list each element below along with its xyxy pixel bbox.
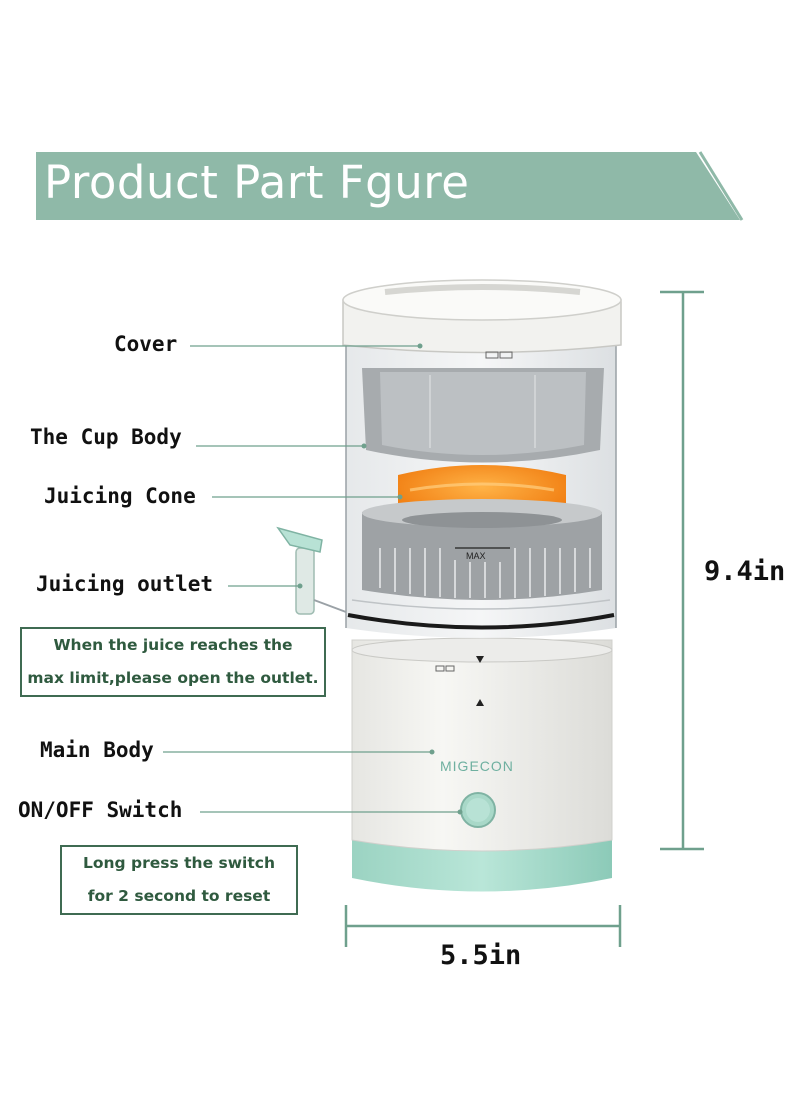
label-switch: ON/OFF Switch xyxy=(18,798,183,822)
height-dimension: 9.4in xyxy=(704,556,786,587)
note-outlet-line1: When the juice reaches the xyxy=(53,636,293,654)
note-switch-line2: for 2 second to reset xyxy=(87,887,271,905)
leader-dots xyxy=(297,343,463,815)
juicing-cone xyxy=(362,499,602,600)
height-dimension-line xyxy=(660,290,704,851)
cover-lid xyxy=(342,279,622,359)
juicing-outlet xyxy=(276,526,347,615)
label-main-body: Main Body xyxy=(40,738,154,762)
press-basket xyxy=(362,368,604,463)
note-switch-line1: Long press the switch xyxy=(83,854,275,872)
label-cover: Cover xyxy=(114,332,178,356)
leader-lines xyxy=(163,345,460,813)
label-juicing-cone: Juicing Cone xyxy=(44,484,196,508)
max-mark: MAX xyxy=(466,551,486,561)
label-juicing-outlet: Juicing outlet xyxy=(36,572,214,596)
page-title: Product Part Fgure xyxy=(44,156,470,209)
brand-label: MIGECON xyxy=(440,758,514,774)
note-switch: Long press the switch for 2 second to re… xyxy=(60,845,298,915)
on-off-switch xyxy=(460,792,496,828)
note-outlet-line2: max limit,please open the outlet. xyxy=(27,669,319,687)
label-cup-body: The Cup Body xyxy=(30,425,182,449)
note-outlet: When the juice reaches the max limit,ple… xyxy=(20,627,326,697)
width-dimension-line xyxy=(344,905,622,947)
width-dimension: 5.5in xyxy=(440,940,522,971)
main-body xyxy=(351,637,613,852)
